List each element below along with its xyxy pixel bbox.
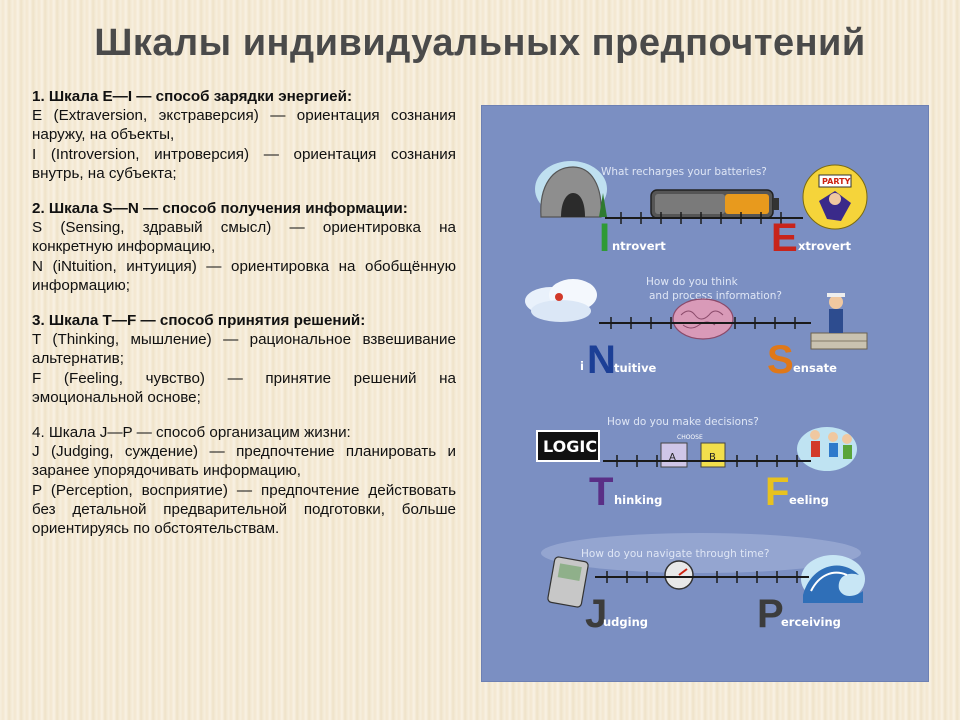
logic-sign-text: LOGIC: [543, 437, 597, 456]
choice-icon: CHOOSE A B: [660, 434, 726, 468]
party-icon: PARTY: [802, 164, 868, 230]
party-sign: PARTY: [822, 177, 851, 186]
letter-p: P: [757, 592, 784, 636]
label-judging: udging: [603, 615, 648, 629]
label-introvert: ntrovert: [612, 239, 666, 253]
question-energy: What recharges your batteries?: [601, 166, 767, 178]
scale-ei-heading: 1. Шкала E—I — способ зарядки энергией:: [32, 88, 353, 105]
logic-sign-icon: LOGIC: [536, 430, 600, 462]
scale-jp-perception: P (Perception, восприятие) — предпочтени…: [32, 481, 456, 538]
choose-label: CHOOSE: [677, 434, 703, 441]
scale-tf-feeling: F (Feeling, чувство) — принятие решений …: [32, 369, 456, 406]
question-decisions: How do you make decisions?: [607, 416, 759, 428]
question-time: How do you navigate through time?: [581, 548, 769, 560]
scale-sn-sensing: S (Sensing, здравый смысл) — ориентировк…: [32, 219, 456, 256]
scale-ticks-information: [610, 317, 796, 329]
scale-jp-heading: 4. Шкала J—P — способ организацим жизни:: [32, 424, 351, 442]
happy-people-icon: [797, 427, 857, 471]
scale-sn-heading: 2. Шкала S—N — способ получения информац…: [32, 200, 408, 218]
scale-ei-extraversion: E (Extraversion, экстраверсия) — ориента…: [32, 107, 456, 144]
row-time: How do you navigate through time? J udgi…: [541, 533, 865, 636]
label-sensate: ensate: [793, 361, 837, 375]
slide-title: Шкалы индивидуальных предпочтений: [94, 22, 866, 64]
scales-description: 1. Шкала E—I — способ зарядки энергией: …: [32, 87, 456, 538]
letter-f: F: [765, 470, 789, 514]
choice-b: B: [709, 452, 716, 463]
scale-sn-intuition: N (iNtuition, интуиция) — ориентировка н…: [32, 257, 456, 294]
label-intuitive: tuitive: [614, 361, 657, 375]
clouds-icon: [525, 279, 597, 322]
cave-icon: [535, 161, 607, 218]
row-information: How do you think and process information…: [525, 276, 868, 382]
label-intuitive-prefix: i: [580, 359, 584, 373]
label-thinking: hinking: [614, 493, 662, 507]
brain-icon: [672, 298, 734, 340]
scale-jp-judging: J (Judging, суждение) — предпочтение пла…: [32, 443, 456, 480]
question-information-1: How do you think: [646, 276, 739, 288]
organizer-icon: [547, 556, 589, 608]
letter-n: N: [587, 338, 616, 382]
label-feeling: eeling: [789, 493, 829, 507]
letter-i: I: [599, 216, 610, 260]
mbti-illustration: What recharges your batteries? PARTY: [481, 105, 929, 682]
label-perceiving: erceiving: [781, 615, 841, 629]
scale-tf-thinking: T (Thinking, мышление) — рациональное вз…: [32, 331, 456, 368]
choice-a: A: [669, 452, 676, 463]
scale-ticks-time: [606, 571, 798, 583]
bricks-man-icon: [810, 293, 868, 350]
label-extrovert: xtrovert: [798, 239, 851, 253]
letter-s: S: [767, 338, 794, 382]
letter-e: E: [771, 216, 798, 260]
compass-icon: [664, 560, 694, 590]
row-energy: What recharges your batteries? PARTY: [535, 161, 868, 260]
question-information-2: and process information?: [649, 290, 782, 302]
wave-surfer-icon: [801, 555, 865, 603]
letter-j: J: [585, 592, 607, 636]
scale-ticks-decisions: [616, 455, 798, 467]
scale-tf-heading: 3. Шкала T—F — способ принятия решений:: [32, 312, 366, 330]
scale-ei-introversion: I (Introversion, интроверсия) — ориентац…: [32, 145, 456, 182]
scale-ticks-energy: [620, 212, 782, 224]
letter-t: T: [589, 470, 613, 514]
row-decisions: How do you make decisions? LOGIC CHOOSE …: [536, 416, 857, 514]
battery-icon: [650, 189, 779, 219]
